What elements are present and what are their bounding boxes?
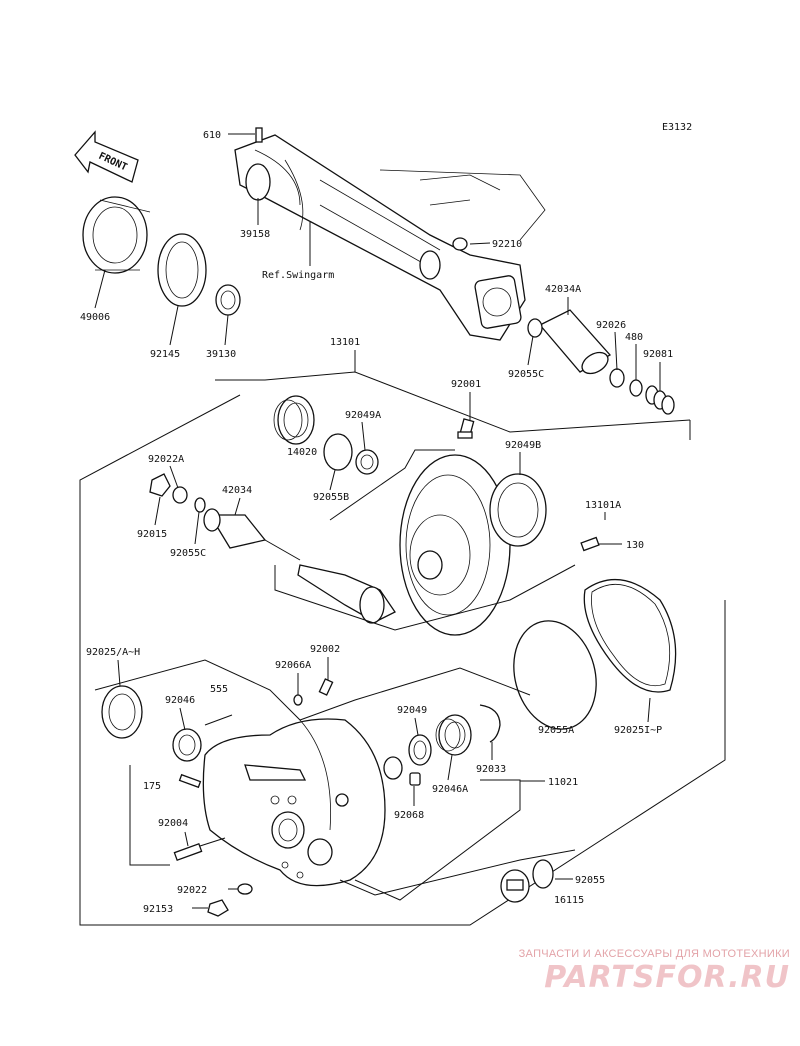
watermark-subtitle: ЗАПЧАСТИ И АКСЕССУАРЫ ДЛЯ МОТОТЕХНИКИ	[518, 948, 790, 960]
label-13101: 13101	[330, 337, 360, 348]
label-92025: 92025/A~H	[86, 647, 140, 658]
label-14020: 14020	[287, 447, 317, 458]
label-92055B: 92055B	[313, 492, 349, 503]
watermark: ЗАПЧАСТИ И АКСЕССУАРЫ ДЛЯ МОТОТЕХНИКИ PA…	[470, 948, 790, 995]
label-11021: 11021	[548, 777, 578, 788]
label-13101A: 13101A	[585, 500, 621, 511]
label-92210: 92210	[492, 239, 522, 250]
label-92004: 92004	[158, 818, 188, 829]
ring-gear	[399, 454, 511, 636]
shim-92025	[101, 685, 143, 739]
label-92001: 92001	[451, 379, 481, 390]
label-92025I: 92025I~P	[614, 725, 662, 736]
bolt-92153	[207, 899, 229, 917]
label-92049B: 92049B	[505, 440, 541, 451]
bearing-92046	[172, 728, 202, 762]
pinion-shaft	[297, 564, 396, 624]
label-ref-swingarm: Ref.Swingarm	[262, 270, 334, 281]
oring-92055B	[323, 433, 353, 471]
label-42034A: 42034A	[545, 284, 581, 295]
gasket-92025I	[583, 578, 677, 693]
diagram-code: E3132	[662, 122, 692, 133]
clamp-92145	[157, 233, 207, 307]
bolt-130	[580, 536, 622, 552]
final-gear-case	[202, 718, 386, 887]
label-92002: 92002	[310, 644, 340, 655]
stud-92002	[318, 678, 334, 696]
label-49006: 49006	[80, 312, 110, 323]
label-92046A: 92046A	[432, 784, 468, 795]
ring-39130	[215, 284, 241, 316]
cap-16115	[500, 869, 530, 903]
circlip-480	[629, 379, 643, 397]
label-130: 130	[626, 540, 644, 551]
label-92068: 92068	[394, 810, 424, 821]
label-92081: 92081	[643, 349, 673, 360]
label-39158: 39158	[240, 229, 270, 240]
nut-92015	[149, 473, 171, 497]
oring-92055A	[513, 620, 597, 730]
label-92026: 92026	[596, 320, 626, 331]
bearing-92046A	[435, 714, 472, 756]
label-92055A: 92055A	[538, 725, 574, 736]
label-92055C-top: 92055C	[508, 369, 544, 380]
washer-92022A	[172, 486, 188, 504]
pin-555	[204, 714, 233, 726]
sleeve-42034A	[527, 309, 612, 375]
label-92046: 92046	[165, 695, 195, 706]
boot-49006	[82, 196, 151, 274]
label-92049: 92049	[397, 705, 427, 716]
label-175: 175	[143, 781, 161, 792]
label-92055C: 92055C	[170, 548, 206, 559]
front-arrow-icon: FRONT	[74, 130, 139, 183]
label-92022A: 92022A	[148, 454, 184, 465]
label-42034: 42034	[222, 485, 252, 496]
oring-92055C	[194, 497, 206, 513]
watermark-brand: PARTSFOR.RU	[544, 960, 790, 995]
label-555: 555	[210, 684, 228, 695]
collar-92068	[383, 756, 403, 780]
label-92066A: 92066A	[275, 660, 311, 671]
oring-92055	[532, 859, 554, 889]
stud-92004	[173, 837, 226, 862]
bearing-92049B	[489, 473, 547, 547]
seal-14020	[273, 395, 315, 445]
washer-92026	[609, 368, 625, 388]
label-610: 610	[203, 130, 221, 141]
label-16115: 16115	[554, 895, 584, 906]
label-92049A: 92049A	[345, 410, 381, 421]
bearing-92049A	[355, 449, 379, 475]
bearing-92049	[408, 734, 432, 766]
washer-92022	[237, 883, 253, 895]
label-92033: 92033	[476, 764, 506, 775]
label-92055: 92055	[575, 875, 605, 886]
label-39130: 39130	[206, 349, 236, 360]
label-92153: 92153	[143, 904, 173, 915]
bolt-92001	[457, 418, 475, 439]
label-92022: 92022	[177, 885, 207, 896]
label-92145: 92145	[150, 349, 180, 360]
stud-175	[178, 773, 202, 789]
plug-92066A	[293, 694, 303, 706]
pin-92068	[409, 772, 421, 786]
pinion-42034	[203, 508, 267, 549]
spring-92081	[645, 385, 675, 415]
label-92015: 92015	[137, 529, 167, 540]
circlip-92033	[479, 704, 501, 743]
swingarm-drawing	[234, 127, 546, 341]
label-480: 480	[625, 332, 643, 343]
